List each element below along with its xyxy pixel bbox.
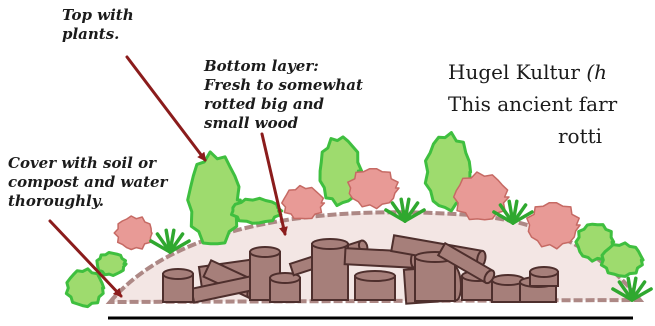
label-line: compost and water — [8, 173, 167, 192]
description-line-1: This ancient farr — [448, 92, 617, 116]
description-line-2: rotti — [558, 124, 602, 148]
log-icon — [355, 271, 395, 300]
shrub-icon — [97, 253, 126, 276]
shrub-icon — [66, 269, 104, 307]
flower-bush-icon — [282, 186, 325, 219]
title-italic-text: (h — [586, 60, 607, 84]
label-line: small wood — [204, 114, 363, 133]
shrub-icon — [232, 198, 282, 223]
label-line: rotted big and — [204, 95, 363, 114]
top-with-plants-label: Top with plants. — [62, 6, 134, 44]
log-icon — [530, 267, 558, 286]
label-line: Fresh to somewhat — [204, 76, 363, 95]
bottom-layer-label: Bottom layer: Fresh to somewhat rotted b… — [204, 57, 363, 133]
shrub-icon — [601, 243, 643, 277]
label-line: Bottom layer: — [204, 57, 363, 76]
diagram-title: Hugel Kultur (h — [448, 60, 607, 84]
shrub-icon — [188, 152, 241, 244]
flower-bush-icon — [114, 216, 152, 250]
log-icon — [163, 269, 193, 302]
log-icon — [312, 239, 348, 300]
log-icon — [270, 273, 300, 302]
label-line: thoroughly. — [8, 192, 167, 211]
label-line: plants. — [62, 25, 134, 44]
title-text: Hugel Kultur — [448, 60, 580, 84]
label-line: Top with — [62, 6, 134, 25]
arrow-to-plants — [127, 57, 205, 160]
flower-bush-icon — [454, 172, 509, 220]
label-line: Cover with soil or — [8, 154, 167, 173]
cover-with-soil-label: Cover with soil or compost and water tho… — [8, 154, 167, 211]
